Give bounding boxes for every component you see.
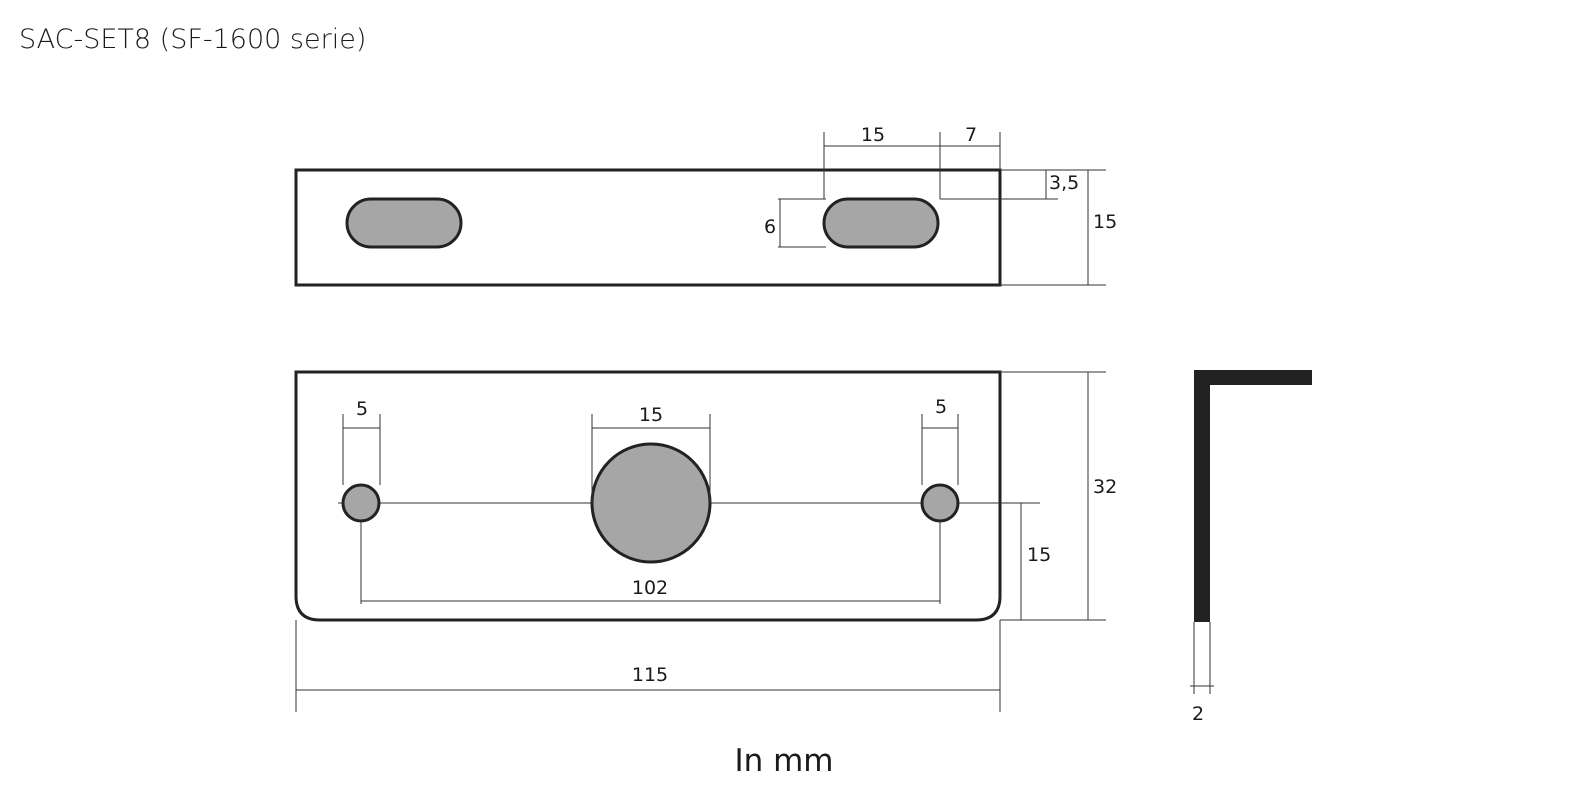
hole-height-label: 15 <box>1027 544 1051 566</box>
slot-length-dimension <box>823 132 1001 199</box>
center-hole-diameter-label: 15 <box>639 404 663 426</box>
hole-spacing-label: 102 <box>632 577 668 599</box>
total-height-dimension <box>1000 371 1106 620</box>
total-height-label: 32 <box>1093 476 1117 498</box>
hole-height-dimension <box>1000 503 1106 621</box>
profile-horizontal-leg <box>1194 370 1312 385</box>
slot-length-label: 15 <box>861 124 885 146</box>
right-hole <box>920 483 960 523</box>
right-hole-dimension <box>921 414 959 485</box>
side-profile: 2 <box>1190 370 1312 725</box>
total-length-dimension <box>295 620 1001 712</box>
center-hole <box>590 442 712 564</box>
slot-height-dimension <box>778 198 826 248</box>
slot-offset-dimension <box>940 169 1106 286</box>
front-view-outline <box>294 370 1002 622</box>
drawing-title: SAC-SET8 (SF-1600 serie) <box>19 24 366 55</box>
slot-top-offset-label: 3,5 <box>1049 172 1079 194</box>
thickness-label: 2 <box>1192 703 1204 725</box>
unit-note: In mm <box>734 743 833 779</box>
top-view-height-label: 15 <box>1093 211 1117 233</box>
left-hole <box>341 483 381 523</box>
right-slot <box>822 197 940 249</box>
center-hole-dimension <box>591 414 711 503</box>
top-view: 15 7 3,5 15 6 <box>294 124 1117 287</box>
right-hole-diameter-label: 5 <box>935 396 947 418</box>
left-hole-diameter-label: 5 <box>356 398 368 420</box>
left-slot <box>345 197 463 249</box>
slot-edge-offset-label: 7 <box>965 124 977 146</box>
thickness-dimension <box>1190 622 1214 694</box>
left-hole-dimension <box>342 414 381 485</box>
front-view: 5 15 5 102 15 <box>294 370 1117 712</box>
profile-vertical-leg <box>1194 370 1210 622</box>
total-length-label: 115 <box>632 664 668 686</box>
hole-spacing-dimension <box>360 521 941 604</box>
slot-height-label: 6 <box>764 216 776 238</box>
top-view-outline <box>294 168 1002 287</box>
